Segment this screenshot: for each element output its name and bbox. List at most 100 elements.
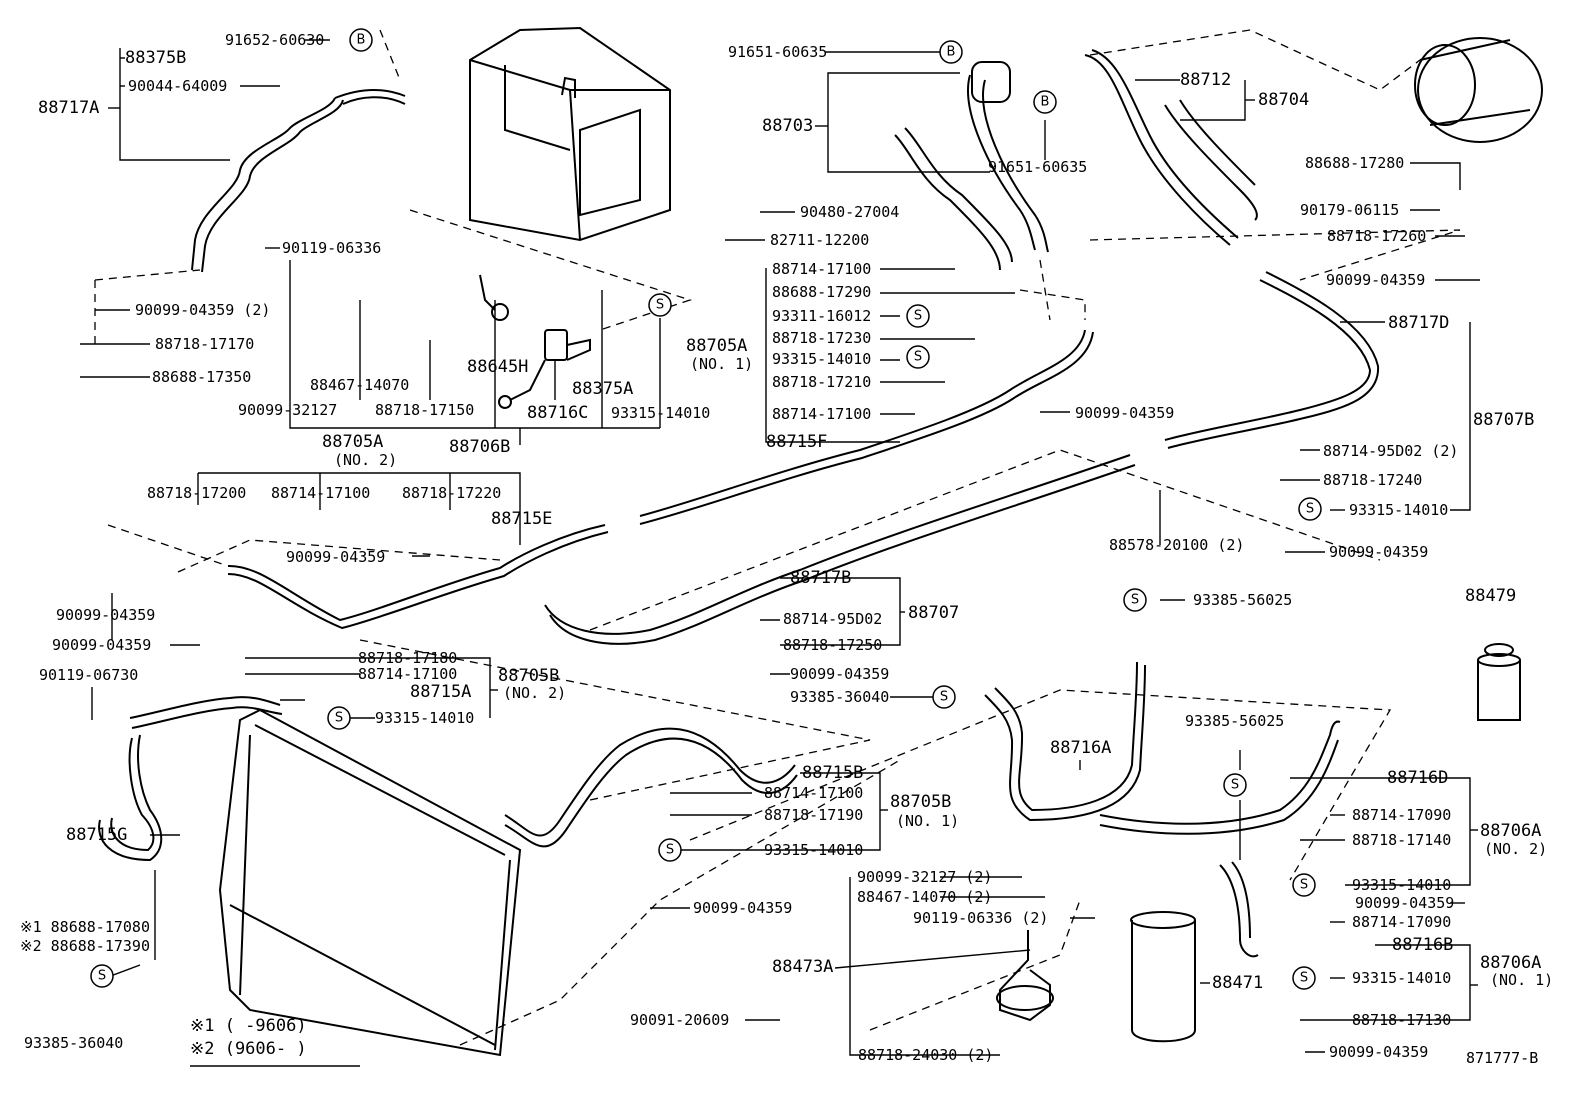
s-marker-3: S xyxy=(648,293,672,317)
part-label-88718-17250: 88718-17250 xyxy=(783,636,882,654)
s-marker-6: S xyxy=(1298,497,1322,521)
part-label-90179-06115: 90179-06115 xyxy=(1300,201,1399,219)
marker-letter: S xyxy=(1306,502,1314,517)
s-marker-4: S xyxy=(906,304,930,328)
part-label-88718-24030-2: 88718-24030 (2) xyxy=(858,1046,993,1064)
part-label-88716C: 88716C xyxy=(527,403,588,423)
part-label-93315-14010-g: 93315-14010 xyxy=(1352,969,1451,987)
part-label-90119-06336: 90119-06336 xyxy=(282,239,381,257)
part-label-90119-06730: 90119-06730 xyxy=(39,666,138,684)
part-label-90099-04359-f: 90099-04359 xyxy=(52,636,151,654)
part-label-91651-60635-b: 91651-60635 xyxy=(988,158,1087,176)
part-label-88715G: 88715G xyxy=(66,825,127,845)
part-label-82711-12200: 82711-12200 xyxy=(770,231,869,249)
part-label-93315-14010-a: 93315-14010 xyxy=(611,404,710,422)
part-label-88715F: 88715F xyxy=(766,432,827,452)
part-label-88716A: 88716A xyxy=(1050,738,1111,758)
part-label-88718-17130: 88718-17130 xyxy=(1352,1011,1451,1029)
part-label-88714-17100-a: 88714-17100 xyxy=(772,260,871,278)
part-label-90099-04359-a: 90099-04359 xyxy=(1075,404,1174,422)
part-label-no1-a: (NO. 1) xyxy=(690,355,753,373)
marker-letter: S xyxy=(940,690,948,705)
part-label-88718-17240: 88718-17240 xyxy=(1323,471,1422,489)
part-label-88715A: 88715A xyxy=(410,682,471,702)
part-label-88471: 88471 xyxy=(1212,973,1263,993)
part-label-no2-b: (NO. 2) xyxy=(503,684,566,702)
part-label-93315-14010-e: 93315-14010 xyxy=(764,841,863,859)
marker-letter: B xyxy=(1041,95,1050,110)
part-label-93315-14010-f: 93315-14010 xyxy=(1352,876,1451,894)
s-marker-10: S xyxy=(1223,773,1247,797)
part-label-88718-17170: 88718-17170 xyxy=(155,335,254,353)
pipework xyxy=(98,26,1543,1057)
part-label-no2-a: (NO. 2) xyxy=(334,451,397,469)
part-label-88718-17200: 88718-17200 xyxy=(147,484,246,502)
part-label-871777-B: 871777-B xyxy=(1466,1049,1538,1067)
part-label-90099-32127: 90099-32127 xyxy=(238,401,337,419)
part-label-93315-14010-d: 93315-14010 xyxy=(375,709,474,727)
marker-letter: S xyxy=(666,843,674,858)
marker-letter: B xyxy=(357,33,366,48)
marker-letter: S xyxy=(1300,971,1308,986)
marker-letter: S xyxy=(914,350,922,365)
part-label-no1-b: (NO. 1) xyxy=(896,812,959,830)
part-label-88704: 88704 xyxy=(1258,90,1309,110)
s-marker-13: S xyxy=(1292,966,1316,990)
part-label-88705B-no2: 88705B xyxy=(498,666,559,686)
part-label-90099-04359-b: 90099-04359 xyxy=(1326,271,1425,289)
part-label-90099-04359-i: 90099-04359 xyxy=(1355,894,1454,912)
part-label-88578-20100-2: 88578-20100 (2) xyxy=(1109,536,1244,554)
s-marker-11: S xyxy=(658,838,682,862)
marker-letter: S xyxy=(1131,593,1139,608)
part-label-88375A: 88375A xyxy=(572,379,633,399)
part-label-88714-17090-a: 88714-17090 xyxy=(1352,806,1451,824)
leader-lines xyxy=(80,39,1480,1067)
part-label-90044-64009: 90044-64009 xyxy=(128,77,227,95)
part-labels: 91652-6063088375B90044-6400988717A90099-… xyxy=(20,31,1553,1067)
part-label-note1: ※1 ( -9606) xyxy=(190,1016,307,1036)
part-label-88714-95D02-2: 88714-95D02 (2) xyxy=(1323,442,1458,460)
part-label-88705B-no1: 88705B xyxy=(890,792,951,812)
part-label-90099-04359-j: 90099-04359 xyxy=(1329,1043,1428,1061)
part-label-90099-04359-2-left: 90099-04359 (2) xyxy=(135,301,270,319)
part-label-90099-32127-2: 90099-32127 (2) xyxy=(857,868,992,886)
part-label-88715E: 88715E xyxy=(491,509,552,529)
b-marker-1: B xyxy=(939,40,963,64)
part-label-88714-17100-b: 88714-17100 xyxy=(772,405,871,423)
part-label-88688-17080: ※1 88688-17080 xyxy=(20,918,150,936)
part-label-91651-60635-a: 91651-60635 xyxy=(728,43,827,61)
part-label-90099-04359-d: 90099-04359 xyxy=(286,548,385,566)
part-label-88718-17260: 88718-17260 xyxy=(1327,227,1426,245)
marker-letter: S xyxy=(1300,878,1308,893)
part-label-88375B: 88375B xyxy=(125,48,186,68)
part-label-88718-17210: 88718-17210 xyxy=(772,373,871,391)
part-label-88714-17100-e: 88714-17100 xyxy=(764,784,863,802)
part-label-88688-17280: 88688-17280 xyxy=(1305,154,1404,172)
s-marker-5: S xyxy=(906,345,930,369)
part-label-88707B: 88707B xyxy=(1473,410,1534,430)
part-label-93385-56025-a: 93385-56025 xyxy=(1193,591,1292,609)
part-label-88706A-no1: 88706A xyxy=(1480,953,1541,973)
marker-letter: S xyxy=(1231,778,1239,793)
part-label-no1-c: (NO. 1) xyxy=(1490,971,1553,989)
s-marker-12: S xyxy=(1292,873,1316,897)
part-label-93315-14010-b: 93315-14010 xyxy=(772,350,871,368)
part-label-88705A-no1: 88705A xyxy=(686,336,747,356)
part-label-88717D: 88717D xyxy=(1388,313,1449,333)
s-marker-7: S xyxy=(1123,588,1147,612)
part-label-88688-17390: ※2 88688-17390 xyxy=(20,937,150,955)
part-label-88467-14070: 88467-14070 xyxy=(310,376,409,394)
part-label-88718-17220: 88718-17220 xyxy=(402,484,501,502)
part-label-88718-17140: 88718-17140 xyxy=(1352,831,1451,849)
part-label-88707: 88707 xyxy=(908,603,959,623)
part-label-88716D: 88716D xyxy=(1387,768,1448,788)
part-label-88714-17090-b: 88714-17090 xyxy=(1352,913,1451,931)
part-label-91652-60630: 91652-60630 xyxy=(225,31,324,49)
part-label-90099-04359-e: 90099-04359 xyxy=(56,606,155,624)
part-label-88714-95D02: 88714-95D02 xyxy=(783,610,882,628)
marker-letter: S xyxy=(656,298,664,313)
part-label-88703: 88703 xyxy=(762,116,813,136)
dashed-lines xyxy=(94,29,1461,1046)
